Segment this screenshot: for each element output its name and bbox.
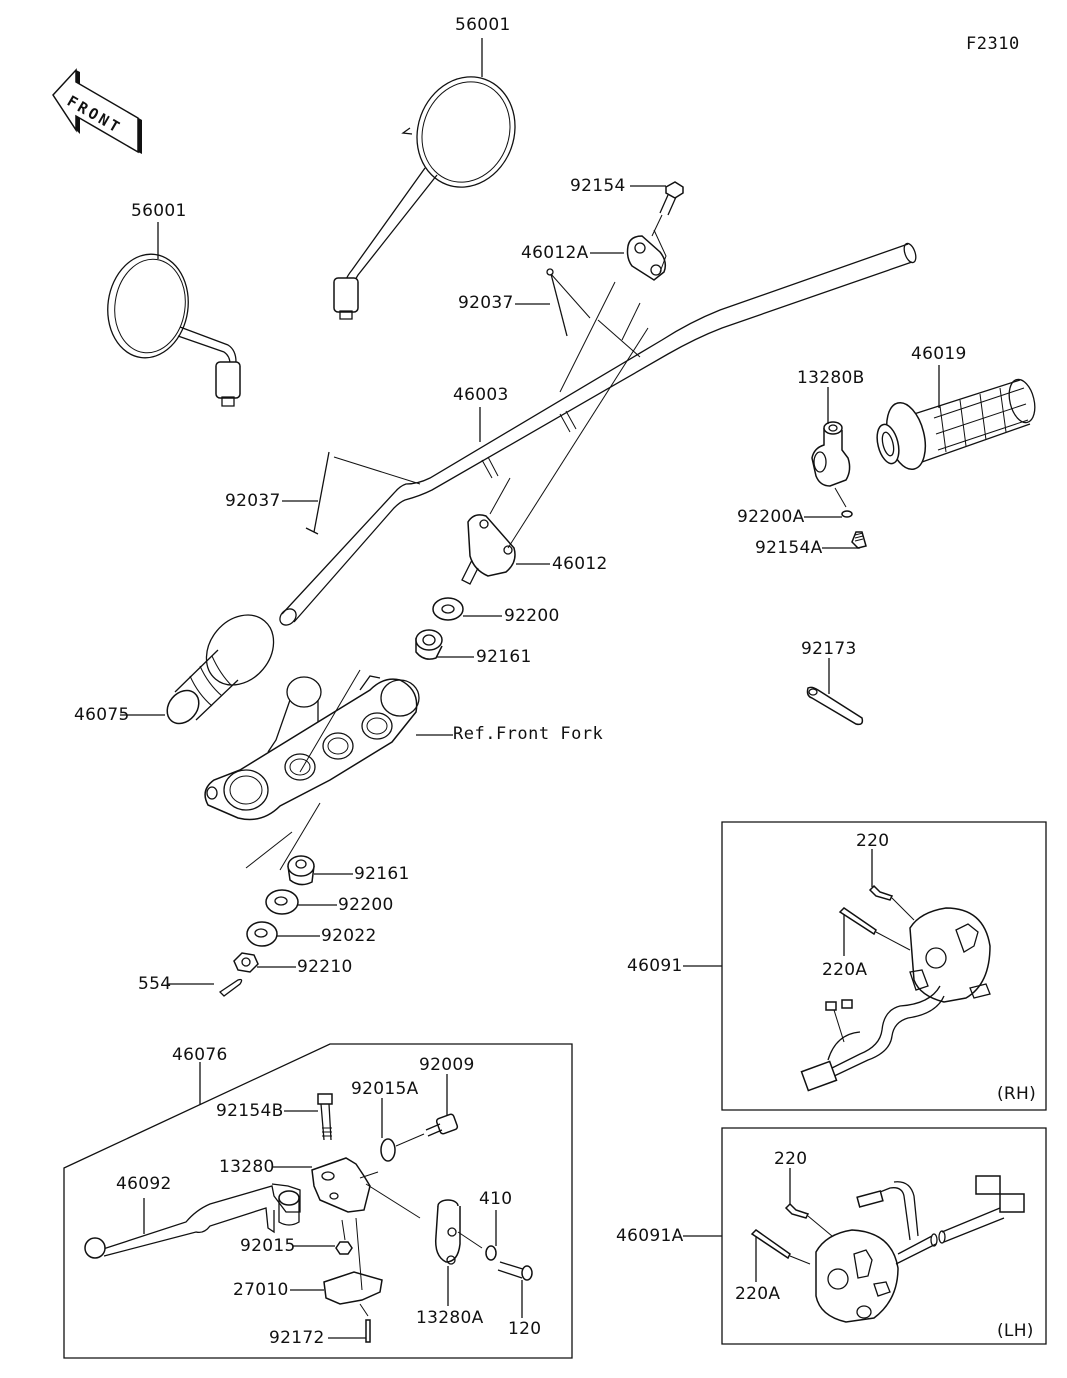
- callout-92200-lower: 92200: [338, 895, 394, 915]
- callout-13280A: 13280A: [416, 1308, 484, 1328]
- screw-lh-2: [752, 1230, 810, 1264]
- bolt-92154: [652, 182, 683, 236]
- callout-13280B: 13280B: [797, 368, 865, 388]
- throttle-grip: [873, 377, 1039, 474]
- holder-lower: [462, 328, 648, 584]
- callout-92015A: 92015A: [351, 1079, 419, 1099]
- callout-92037-lower: 92037: [225, 491, 281, 511]
- rh-switch-frame: [722, 822, 1046, 1110]
- callout-56001-right: 56001: [455, 15, 511, 35]
- lever-holder: [312, 1158, 420, 1218]
- callout-46012: 46012: [552, 554, 608, 574]
- handlebar: [277, 242, 918, 628]
- callout-92172: 92172: [269, 1328, 325, 1348]
- callout-92154A: 92154A: [755, 538, 823, 558]
- screw-rh-1: [870, 886, 914, 920]
- callout-92009: 92009: [419, 1055, 475, 1075]
- bolt-clamp-holder: [498, 1262, 532, 1280]
- cotter-pin: [220, 980, 242, 997]
- callout-410: 410: [479, 1189, 513, 1209]
- cable-tie-upper: [547, 269, 590, 336]
- screw-lh-1: [786, 1204, 832, 1236]
- nut-lever: [336, 1220, 352, 1254]
- triple-clamp: [205, 670, 419, 870]
- callout-92210: 92210: [297, 957, 353, 977]
- callout-92022: 92022: [321, 926, 377, 946]
- bolt-mirror-holder: [852, 532, 866, 548]
- callout-46091A: 46091A: [616, 1226, 684, 1246]
- lh-switch-frame: [722, 1128, 1046, 1344]
- washer-clamp: [486, 1246, 496, 1260]
- mirror-right: [334, 63, 530, 319]
- screw-rh-2: [840, 908, 910, 950]
- callout-46092: 46092: [116, 1174, 172, 1194]
- callout-220-rh: 220: [856, 831, 890, 851]
- washer-mirror-holder: [842, 511, 852, 517]
- throttle-bracket: [808, 687, 863, 724]
- bushing-lower: [288, 856, 314, 885]
- mirror-holder: [812, 422, 850, 507]
- callout-220A-rh: 220A: [822, 960, 868, 980]
- callout-120: 120: [508, 1319, 542, 1339]
- label-rh: (RH): [997, 1084, 1037, 1104]
- screw-switch: [366, 1320, 370, 1342]
- washer-lever: [381, 1139, 395, 1161]
- callout-92037-upper: 92037: [458, 293, 514, 313]
- callout-46076: 46076: [172, 1045, 228, 1065]
- grip-left: [161, 602, 288, 730]
- callout-220-lh: 220: [774, 1149, 808, 1169]
- callout-92173: 92173: [801, 639, 857, 659]
- callout-92161-upper: 92161: [476, 647, 532, 667]
- washer-lower: [266, 890, 298, 914]
- callout-92154: 92154: [570, 176, 626, 196]
- callout-92154B: 92154B: [216, 1101, 284, 1121]
- washer-upper: [433, 598, 463, 620]
- figure-id: F2310: [966, 34, 1020, 54]
- callout-56001-left: 56001: [131, 201, 187, 221]
- callout-554: 554: [138, 974, 172, 994]
- callout-92161-lower: 92161: [354, 864, 410, 884]
- bolt-adjuster: [396, 1113, 458, 1146]
- mirror-left: [101, 249, 240, 406]
- clamp-holder: [436, 1200, 482, 1264]
- callout-46003: 46003: [453, 385, 509, 405]
- callout-46091: 46091: [627, 956, 683, 976]
- callout-220A-lh: 220A: [735, 1284, 781, 1304]
- callout-27010: 27010: [233, 1280, 289, 1300]
- nut-92210: [234, 953, 258, 972]
- front-arrow-icon: [53, 70, 142, 154]
- brake-switch: [324, 1218, 382, 1316]
- callout-92015: 92015: [240, 1236, 296, 1256]
- callout-92200-upper: 92200: [504, 606, 560, 626]
- bushing-upper: [416, 630, 442, 659]
- callout-ref-front-fork: Ref.Front Fork: [453, 724, 604, 744]
- switch-lh: [816, 1176, 1024, 1322]
- cable-tie-lower: [306, 452, 420, 534]
- switch-rh: [801, 908, 990, 1091]
- label-lh: (LH): [997, 1321, 1034, 1341]
- lever-assembly-frame: [64, 1044, 572, 1358]
- washer-plain: [247, 922, 277, 946]
- callout-46012A: 46012A: [521, 243, 589, 263]
- callout-46075: 46075: [74, 705, 130, 725]
- callout-92200A: 92200A: [737, 507, 805, 527]
- callout-13280: 13280: [219, 1157, 275, 1177]
- bolt-lever: [318, 1094, 332, 1140]
- callout-46019: 46019: [911, 344, 967, 364]
- lever: [85, 1184, 300, 1258]
